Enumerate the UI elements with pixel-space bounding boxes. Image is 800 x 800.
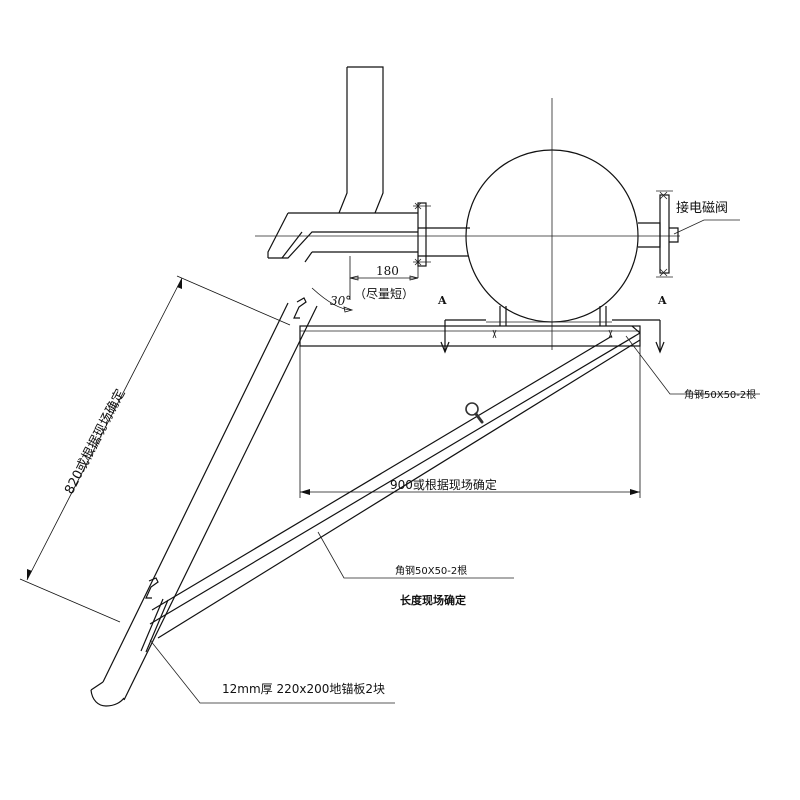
diagonal-leg [90,302,318,707]
dim-900 [299,346,641,498]
angle-30 [311,287,354,313]
as-short-label: （尽量短） [354,287,414,301]
dim-180-label: 180 [376,264,399,278]
leader-angle-steel-bottom [317,531,514,579]
leg-clip-top [293,297,307,319]
magnifier-icon[interactable] [465,402,484,424]
section-a-left-label: A [437,294,447,307]
tank-saddles [486,306,613,339]
angle-steel-top-label: 角钢50X50-2根 [684,388,756,401]
angle-30-label: 30° [330,294,351,308]
leader-angle-steel-top [625,335,760,395]
horizontal-pipe [267,212,470,263]
leader-anchor-plate [149,639,395,704]
diagonal-brace [149,325,641,639]
anchor-plate-label: 12mm厚 220x200地锚板2块 [222,681,385,696]
dim-820 [19,275,291,623]
length-note-label: 长度现场确定 [400,593,466,607]
solenoid-flange [638,190,740,278]
pipe-flange [413,202,431,267]
dim-900-label: 900或根据现场确定 [390,477,497,492]
anchor-plate [140,598,169,653]
angle-steel-bottom-label: 角钢50X50-2根 [395,564,467,577]
dim-820-label: 820或根据现场确定 [62,387,128,497]
dim-180 [349,256,419,300]
leg-clip-bottom [145,577,159,599]
vertical-pipe [338,66,384,214]
section-marks [440,319,665,354]
tank [255,98,680,350]
support-plate [299,325,641,347]
section-a-right-label: A [657,294,667,307]
solenoid-label: 接电磁阀 [676,200,728,216]
